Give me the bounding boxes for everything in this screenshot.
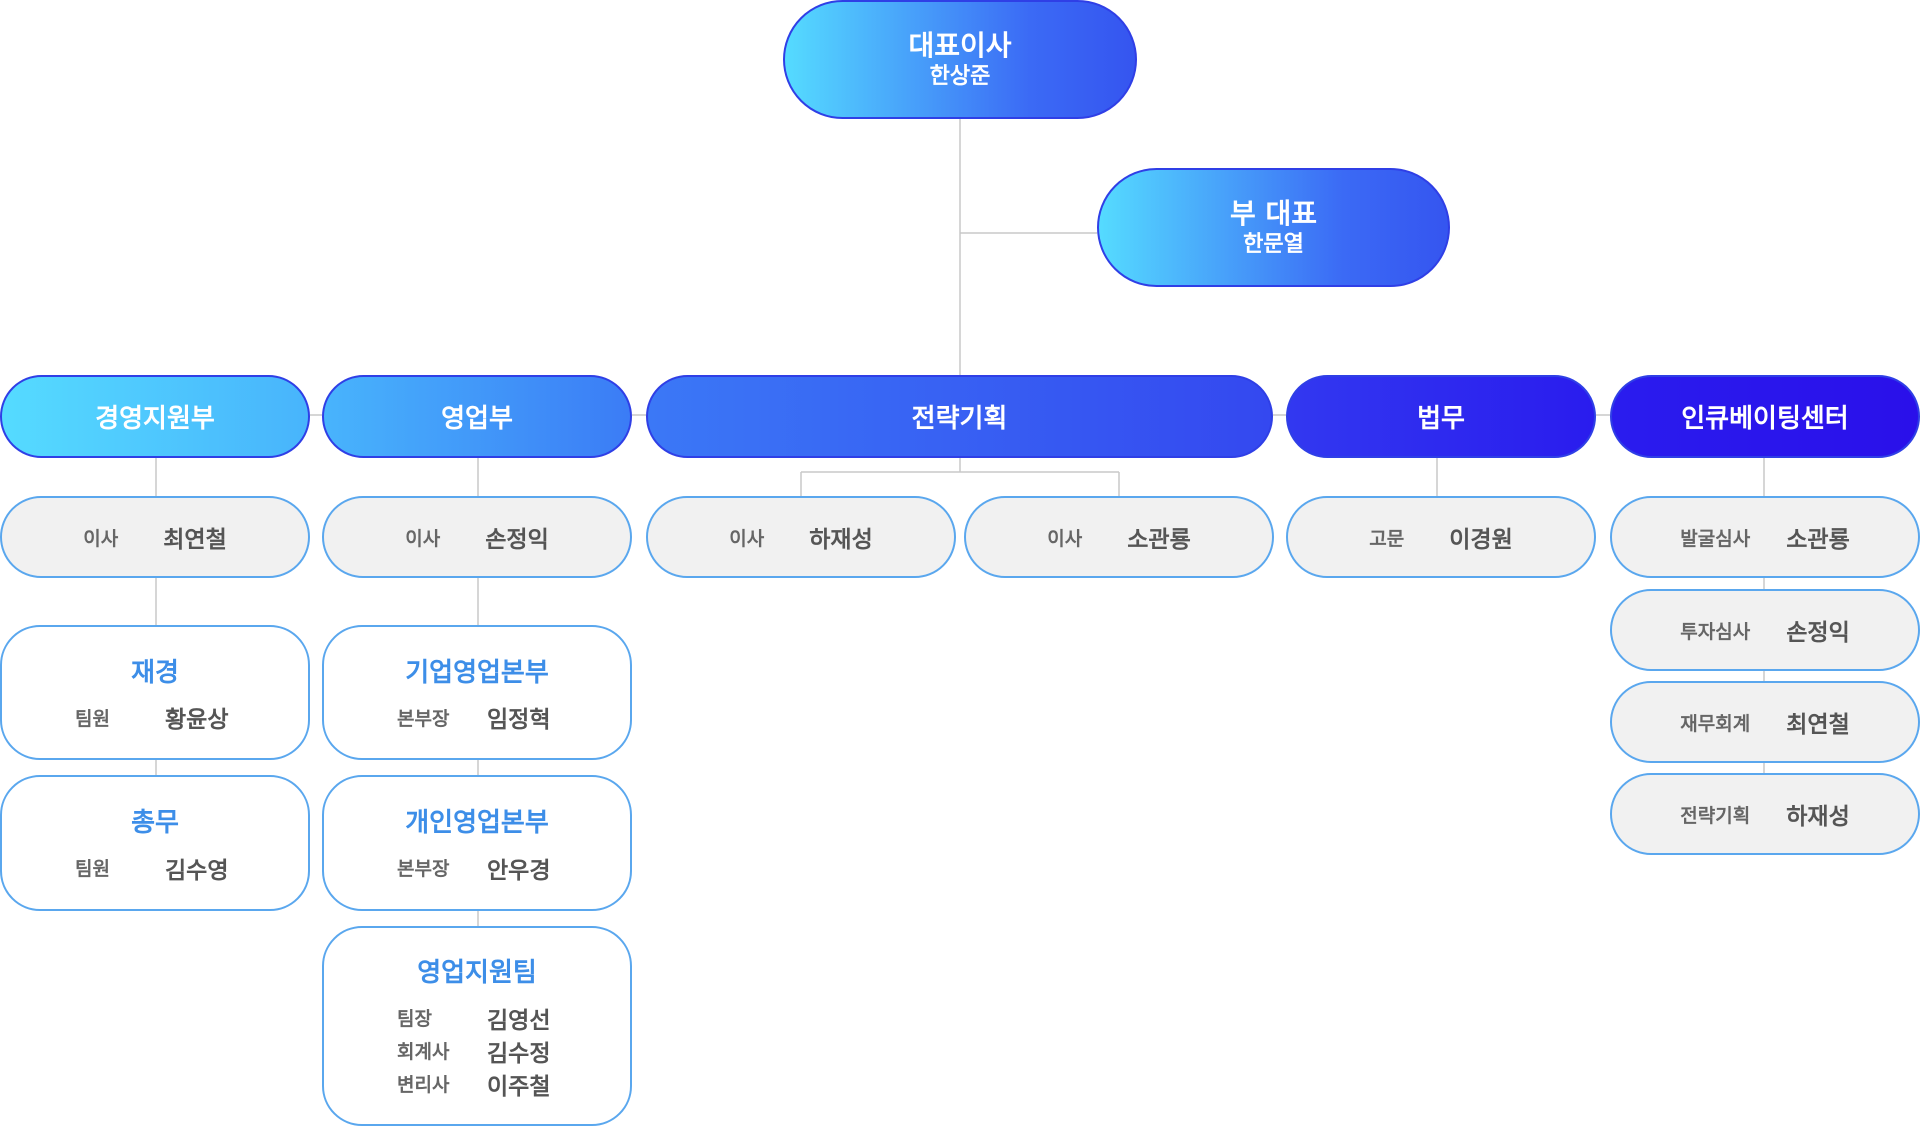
person-name: 이주철 — [487, 1073, 551, 1100]
dept-legal-label: 법무 — [1417, 404, 1465, 434]
person-name: 하재성 — [1786, 804, 1850, 830]
ceo-name: 한상준 — [929, 63, 991, 89]
team-card-finance: 재경 팀원 황윤상 — [0, 625, 310, 760]
person-name: 황윤상 — [165, 707, 229, 733]
team-card-personal-sales: 개인영업본부 본부장 안우경 — [322, 775, 632, 911]
team-card-general-affairs: 총무 팀원 김수영 — [0, 775, 310, 911]
team-member-row: 변리사 이주철 — [397, 1067, 557, 1100]
dept-incubation-label: 인큐베이팅센터 — [1681, 404, 1849, 434]
person-name: 김영선 — [487, 1007, 551, 1034]
person-name: 소관룡 — [1127, 527, 1191, 553]
person-name: 최연철 — [163, 527, 227, 553]
legal-advisor-card: 고문 이경원 — [1286, 496, 1596, 578]
role-label: 이사 — [405, 527, 441, 550]
dept-strategy: 전략기획 — [646, 375, 1273, 458]
team-title: 총무 — [131, 808, 179, 838]
person-name: 안우경 — [487, 857, 551, 884]
person-name: 하재성 — [809, 527, 873, 553]
team-member-row: 회계사 김수정 — [397, 1034, 557, 1067]
role-label: 팀원 — [75, 858, 110, 880]
role-label: 본부장 — [397, 858, 450, 880]
role-label: 전략기획 — [1680, 804, 1751, 827]
team-member-row: 팀원 황윤상 — [75, 701, 235, 734]
team-title: 영업지원팀 — [417, 958, 537, 988]
team-member-row: 팀원 김수영 — [75, 851, 235, 884]
role-label: 본부장 — [397, 707, 450, 730]
vice-box: 부 대표 한문열 — [1097, 168, 1450, 287]
vice-name: 한문열 — [1243, 231, 1304, 257]
strategy-director-card: 이사 하재성 — [646, 496, 956, 578]
dept-mgmt-label: 경영지원부 — [95, 404, 215, 434]
person-name: 소관룡 — [1786, 527, 1850, 553]
team-member-row: 본부장 임정혁 — [397, 701, 557, 734]
team-member-row: 팀장 김영선 — [397, 1001, 557, 1034]
role-label: 변리사 — [397, 1074, 450, 1096]
team-title: 기업영업본부 — [405, 657, 549, 688]
person-name: 최연철 — [1786, 712, 1850, 738]
person-name: 김수영 — [165, 857, 229, 884]
team-card-corporate-sales: 기업영업본부 본부장 임정혁 — [322, 625, 632, 760]
role-label: 이사 — [729, 527, 765, 550]
person-name: 손정익 — [1786, 620, 1850, 646]
role-label: 투자심사 — [1680, 620, 1751, 643]
team-card-sales-support: 영업지원팀 팀장 김영선 회계사 김수정 변리사 이주철 — [322, 926, 632, 1126]
dept-legal: 법무 — [1286, 375, 1596, 458]
role-label: 고문 — [1369, 527, 1405, 550]
ceo-title: 대표이사 — [908, 28, 1012, 62]
incubation-member-card: 투자심사 손정익 — [1610, 589, 1920, 671]
team-title: 재경 — [131, 657, 179, 688]
team-member-row: 본부장 안우경 — [397, 851, 557, 884]
dept-mgmt: 경영지원부 — [0, 375, 310, 458]
strategy-director-card: 이사 소관룡 — [964, 496, 1274, 578]
role-label: 이사 — [1047, 527, 1083, 550]
dept-strategy-label: 전략기획 — [911, 404, 1008, 434]
sales-director-card: 이사 손정익 — [322, 496, 632, 578]
person-name: 김수정 — [487, 1040, 551, 1067]
incubation-member-card: 전략기획 하재성 — [1610, 773, 1920, 855]
role-label: 팀장 — [397, 1008, 432, 1030]
person-name: 이경원 — [1449, 527, 1513, 553]
team-title: 개인영업본부 — [405, 808, 549, 838]
role-label: 팀원 — [75, 707, 110, 730]
role-label: 재무회계 — [1680, 712, 1751, 735]
person-name: 손정익 — [485, 527, 549, 553]
vice-title: 부 대표 — [1229, 196, 1318, 230]
ceo-box: 대표이사 한상준 — [783, 0, 1137, 119]
dept-incubation: 인큐베이팅센터 — [1610, 375, 1920, 458]
dept-sales: 영업부 — [322, 375, 632, 458]
dept-sales-label: 영업부 — [441, 404, 513, 434]
mgmt-director-card: 이사 최연철 — [0, 496, 310, 578]
role-label: 발굴심사 — [1680, 527, 1751, 550]
incubation-member-card: 재무회계 최연철 — [1610, 681, 1920, 763]
role-label: 회계사 — [397, 1041, 450, 1063]
person-name: 임정혁 — [487, 707, 551, 733]
role-label: 이사 — [83, 527, 119, 550]
incubation-member-card: 발굴심사 소관룡 — [1610, 496, 1920, 578]
